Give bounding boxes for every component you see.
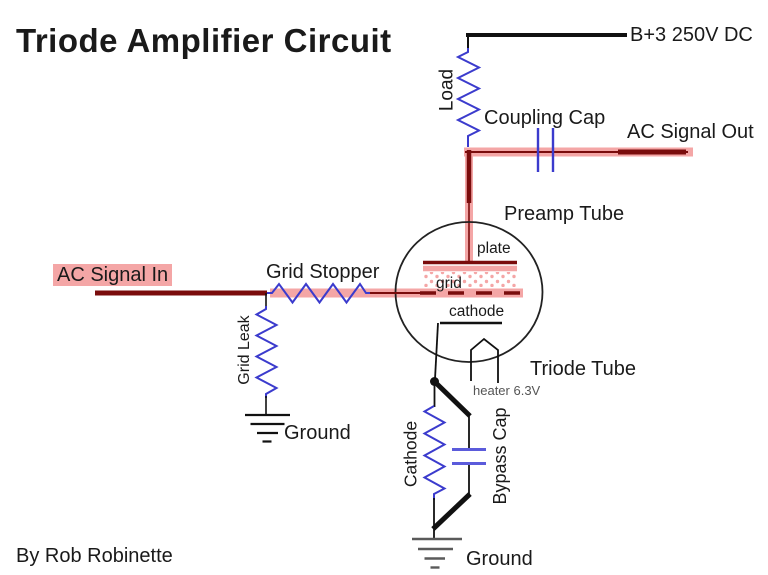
load-label: Load: [436, 68, 458, 112]
cathode-label: cathode: [449, 303, 505, 320]
grid-stopper-resistor-symbol: [267, 282, 370, 305]
bypass-cap-label: Bypass Cap: [490, 407, 510, 505]
electron-cloud-dots: [424, 272, 516, 287]
grid-leak-resistor-symbol: [254, 306, 279, 398]
ground-bottom-label: Ground: [466, 548, 533, 570]
page-title: Triode Amplifier Circuit: [16, 22, 392, 59]
load-resistor-symbol: [455, 48, 482, 147]
ground-left-label: Ground: [284, 422, 351, 444]
cathode-resistor-symbol: [422, 405, 447, 500]
bypass-diagonal-top: [434, 381, 472, 418]
bypass-diagonal-bottom: [431, 492, 472, 531]
ac-signal-out-label: AC Signal Out: [627, 121, 754, 143]
plate-label: plate: [477, 240, 511, 257]
coupling-cap-label: Coupling Cap: [484, 107, 606, 129]
heater-symbol: [470, 337, 499, 383]
ground-symbol-left: [245, 413, 290, 443]
cathode-lead: [434, 322, 439, 380]
grid-leak-label: Grid Leak: [236, 315, 253, 385]
b-plus-label: B+3 250V DC: [630, 24, 753, 46]
ground-symbol-bottom: [412, 537, 462, 569]
preamp-tube-label: Preamp Tube: [504, 203, 625, 225]
heater-label: heater 6.3V: [473, 383, 541, 398]
byline: By Rob Robinette: [16, 545, 173, 567]
triode-tube-label: Triode Tube: [530, 358, 636, 380]
cathode-resistor-label: Cathode: [400, 420, 421, 488]
grid-stopper-label: Grid Stopper: [266, 261, 380, 283]
grid-label: grid: [436, 275, 462, 292]
ac-signal-in-label: AC Signal In: [53, 264, 173, 286]
